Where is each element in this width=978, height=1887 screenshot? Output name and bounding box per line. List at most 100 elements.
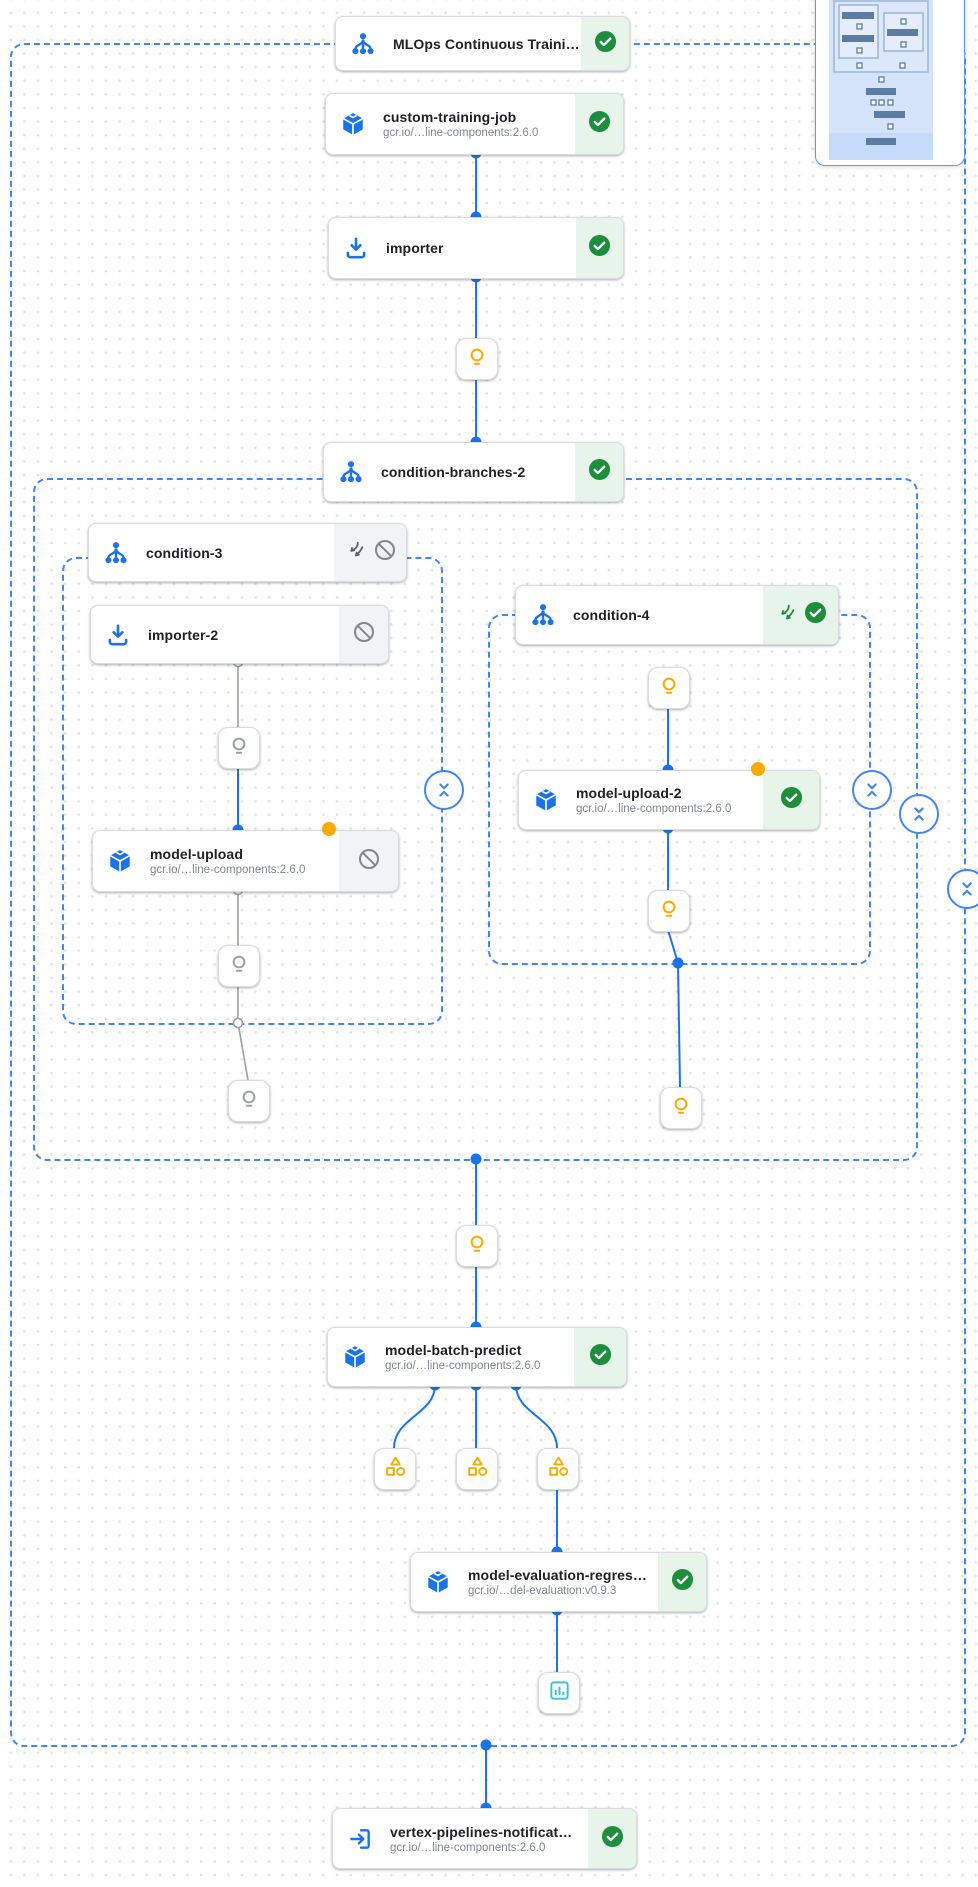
component-cube-icon xyxy=(340,111,366,137)
node-title: condition-3 xyxy=(146,544,223,561)
node-title: model-evaluation-regres… xyxy=(468,1567,647,1583)
node-condition-3[interactable]: condition-3 xyxy=(88,523,407,582)
status-badge xyxy=(658,1553,706,1611)
system-artifact[interactable] xyxy=(456,1448,498,1490)
node-title: condition-branches-2 xyxy=(381,464,526,480)
node-model-evaluation-regression[interactable]: model-evaluation-regres… gcr.io/…del-eval… xyxy=(410,1552,707,1612)
dag-icon xyxy=(530,602,556,628)
node-model-upload[interactable]: model-upload gcr.io/…line-components:2.6.… xyxy=(92,822,399,892)
lightbulb-icon xyxy=(657,897,681,926)
pending-amber-dot xyxy=(322,822,336,836)
status-badge xyxy=(334,524,406,581)
node-condition-4[interactable]: condition-4 xyxy=(515,585,839,645)
node-importer[interactable]: importer xyxy=(328,217,624,279)
artifact-shapes-icon xyxy=(383,1454,408,1484)
status-badge xyxy=(576,218,623,278)
node-title: importer xyxy=(386,240,444,256)
lightbulb-icon xyxy=(227,952,251,981)
node-importer-2[interactable]: importer-2 xyxy=(90,605,389,664)
parameter-artifact[interactable] xyxy=(456,338,498,380)
success-check-icon xyxy=(594,30,617,58)
status-badge xyxy=(339,606,388,663)
skipped-icon xyxy=(357,847,381,876)
artifact-shapes-icon xyxy=(546,1454,571,1484)
node-title: condition-4 xyxy=(573,607,650,623)
node-vertex-pipelines-notification[interactable]: vertex-pipelines-notificat…gcr.io/…line-… xyxy=(332,1808,637,1869)
status-badge xyxy=(574,1328,626,1386)
node-title: custom-training-job xyxy=(383,109,517,125)
parameter-artifact[interactable] xyxy=(648,890,690,932)
success-check-icon xyxy=(804,601,827,629)
node-title: vertex-pipelines-notificat… xyxy=(390,1823,573,1840)
node-title: MLOps Continuous Traini… xyxy=(393,35,580,52)
artifact-shapes-icon xyxy=(465,1454,490,1484)
component-cube-icon xyxy=(425,1569,451,1595)
success-check-icon xyxy=(780,786,803,814)
parameter-artifact-skipped[interactable] xyxy=(228,1080,270,1122)
node-title: importer-2 xyxy=(148,626,219,643)
collapse-container-button[interactable] xyxy=(899,794,939,834)
bar-chart-icon xyxy=(548,1679,571,1707)
node-image: gcr.io/…line-components:2.6.0 xyxy=(385,1360,541,1372)
node-image: gcr.io/…line-components:2.6.0 xyxy=(150,864,306,876)
success-check-icon xyxy=(588,458,611,486)
exit-handler-icon xyxy=(347,1826,373,1852)
node-image: gcr.io/…line-components:2.6.0 xyxy=(383,127,539,139)
status-badge xyxy=(339,831,398,891)
node-title: model-upload xyxy=(150,846,243,862)
node-model-upload-2[interactable]: model-upload-2 gcr.io/…line-components:2.… xyxy=(518,762,820,830)
node-custom-training-job[interactable]: custom-training-job gcr.io/…line-componen… xyxy=(325,93,624,155)
importer-download-icon xyxy=(343,235,369,261)
component-cube-icon xyxy=(107,848,133,874)
lightbulb-icon xyxy=(669,1094,693,1123)
dag-icon xyxy=(338,459,364,485)
parameter-artifact-skipped[interactable] xyxy=(218,945,260,987)
collapse-container-button[interactable] xyxy=(852,770,892,810)
parameter-artifact[interactable] xyxy=(648,667,690,709)
skipped-icon xyxy=(373,538,397,567)
metrics-artifact[interactable] xyxy=(538,1672,580,1714)
node-image: gcr.io/…line-components:2.6.0 xyxy=(390,1841,546,1854)
minimap[interactable] xyxy=(815,0,965,166)
status-badge xyxy=(763,586,838,644)
collapse-container-button[interactable] xyxy=(947,869,978,909)
dag-icon xyxy=(103,540,129,566)
node-title: model-upload-2 xyxy=(576,785,682,801)
success-check-icon xyxy=(588,234,611,262)
success-check-icon xyxy=(671,1568,694,1596)
success-check-icon xyxy=(588,110,611,138)
skipped-icon xyxy=(352,620,376,649)
collapse-subdag-icon[interactable] xyxy=(344,539,366,566)
parameter-artifact[interactable] xyxy=(456,1225,498,1267)
lightbulb-icon xyxy=(465,345,489,374)
status-badge xyxy=(763,771,819,829)
minimap-viewport xyxy=(829,0,933,160)
success-check-icon xyxy=(589,1343,612,1371)
collapse-subdag-icon[interactable] xyxy=(775,602,797,629)
dag-icon xyxy=(350,31,376,57)
system-artifact[interactable] xyxy=(374,1448,416,1490)
component-cube-icon xyxy=(533,787,559,813)
lightbulb-icon xyxy=(657,674,681,703)
pending-amber-dot xyxy=(751,762,765,776)
importer-download-icon xyxy=(105,622,131,648)
status-badge xyxy=(575,443,623,501)
status-badge xyxy=(588,1809,636,1868)
component-cube-icon xyxy=(342,1344,368,1370)
lightbulb-icon xyxy=(227,734,251,763)
status-badge xyxy=(581,17,629,70)
node-condition-branches-2[interactable]: condition-branches-2 xyxy=(323,442,624,502)
status-badge xyxy=(575,94,623,154)
collapse-container-button[interactable] xyxy=(424,770,464,810)
lightbulb-icon xyxy=(237,1087,261,1116)
system-artifact[interactable] xyxy=(537,1448,579,1490)
parameter-artifact[interactable] xyxy=(660,1087,702,1129)
lightbulb-icon xyxy=(465,1232,489,1261)
node-image: gcr.io/…del-evaluation:v0.9.3 xyxy=(468,1585,617,1597)
parameter-artifact-skipped[interactable] xyxy=(218,727,260,769)
node-image: gcr.io/…line-components:2.6.0 xyxy=(576,803,732,815)
node-mlops-root[interactable]: MLOps Continuous Traini… xyxy=(335,16,630,71)
